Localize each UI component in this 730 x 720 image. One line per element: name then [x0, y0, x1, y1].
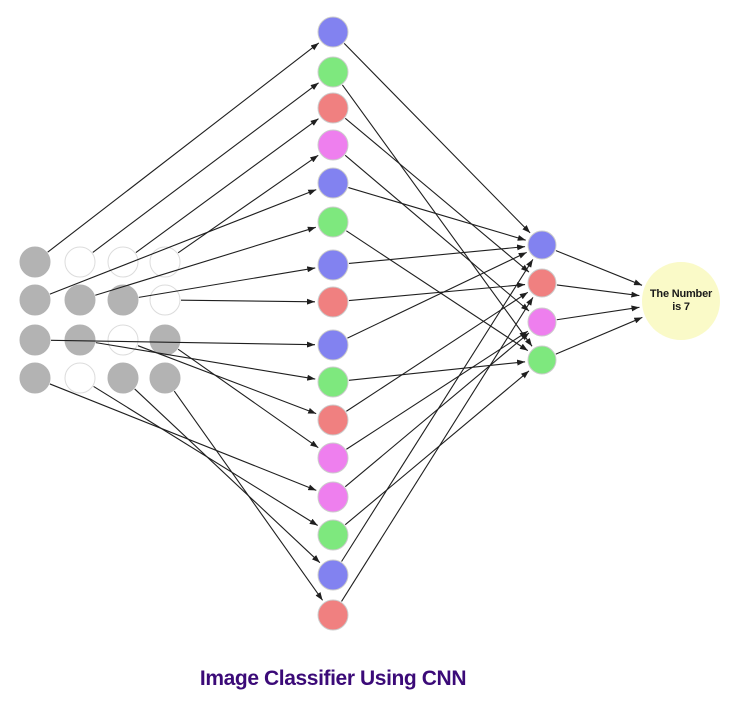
dense-node-2-red	[527, 268, 557, 298]
edge-input-to-conv	[49, 383, 317, 491]
conv-node-7-blue	[317, 249, 349, 281]
input-cell-r1c4	[149, 246, 181, 278]
diagram-title: Image Classifier Using CNN	[199, 667, 467, 690]
conv-node-16-red	[317, 599, 349, 631]
input-cell-r3c3	[107, 324, 139, 356]
input-cell-r2c4	[149, 284, 181, 316]
input-cell-r1c3	[107, 246, 139, 278]
edge-input-to-conv	[173, 390, 324, 601]
edge-conv-to-dense	[341, 84, 533, 347]
edge-conv-to-dense	[348, 282, 526, 302]
edge-conv-to-dense	[346, 291, 529, 412]
edge-conv-to-dense	[348, 244, 526, 265]
conv-node-12-magenta	[317, 442, 349, 474]
conv-node-8-red	[317, 286, 349, 318]
conv-node-14-green	[317, 519, 349, 551]
input-cell-r3c2	[64, 324, 96, 356]
conv-node-13-magenta	[317, 481, 349, 513]
edge-conv-to-dense	[341, 259, 534, 562]
node-layer	[19, 16, 720, 631]
conv-node-11-red	[317, 404, 349, 436]
input-cell-r4c4	[149, 362, 181, 394]
input-cell-r4c2	[64, 362, 96, 394]
edge-input-to-conv	[138, 266, 316, 298]
conv-node-3-red	[317, 92, 349, 124]
conv-node-10-green	[317, 366, 349, 398]
edge-conv-to-dense	[341, 297, 534, 602]
dense-node-1-blue	[527, 230, 557, 260]
dense-node-4-green	[527, 345, 557, 375]
edge-conv-to-dense	[346, 230, 529, 352]
edge-dense-to-output	[556, 305, 640, 321]
edge-conv-to-dense	[347, 251, 527, 339]
input-cell-r1c2	[64, 246, 96, 278]
input-cell-r2c2	[64, 284, 96, 316]
edge-input-to-conv	[137, 345, 317, 415]
input-cell-r1c1	[19, 246, 51, 278]
input-cell-r2c3	[107, 284, 139, 316]
input-cell-r3c1	[19, 324, 51, 356]
edge-input-to-conv	[50, 339, 316, 348]
edge-input-to-conv	[92, 82, 319, 253]
output-label: The Number is 7	[636, 288, 726, 314]
edge-input-to-conv	[95, 226, 316, 296]
edge-conv-to-dense	[348, 359, 526, 381]
dense-node-3-magenta	[527, 307, 557, 337]
input-cell-r2c1	[19, 284, 51, 316]
conv-node-4-magenta	[317, 129, 349, 161]
edge-input-to-conv	[177, 348, 319, 449]
edge-input-to-conv	[177, 154, 319, 254]
conv-node-15-blue	[317, 559, 349, 591]
input-cell-r4c3	[107, 362, 139, 394]
conv-node-1-blue	[317, 16, 349, 48]
edge-input-to-conv	[47, 42, 320, 253]
input-cell-r4c1	[19, 362, 51, 394]
output-label-line2: is 7	[672, 301, 690, 313]
conv-node-2-green	[317, 56, 349, 88]
edge-input-to-conv	[134, 388, 321, 564]
edge-conv-to-dense	[348, 187, 526, 241]
edge-dense-to-output	[555, 250, 643, 286]
edge-conv-to-dense	[344, 117, 530, 273]
conv-node-9-blue	[317, 329, 349, 361]
conv-node-6-green	[317, 206, 349, 238]
output-label-line1: The Number	[649, 288, 713, 300]
edge-layer	[47, 42, 643, 602]
edge-conv-to-dense	[344, 370, 530, 526]
output-node	[642, 262, 720, 340]
edge-conv-to-dense	[344, 154, 530, 312]
edge-conv-to-dense	[346, 330, 529, 450]
edge-input-to-conv	[135, 118, 319, 253]
edge-dense-to-output	[555, 316, 643, 355]
input-cell-r3c4	[149, 324, 181, 356]
conv-node-5-blue	[317, 167, 349, 199]
edge-dense-to-output	[556, 284, 640, 298]
edge-conv-to-dense	[343, 43, 531, 234]
edge-input-to-conv	[95, 342, 316, 381]
edge-input-to-conv	[180, 298, 316, 305]
edge-input-to-conv	[49, 189, 317, 295]
